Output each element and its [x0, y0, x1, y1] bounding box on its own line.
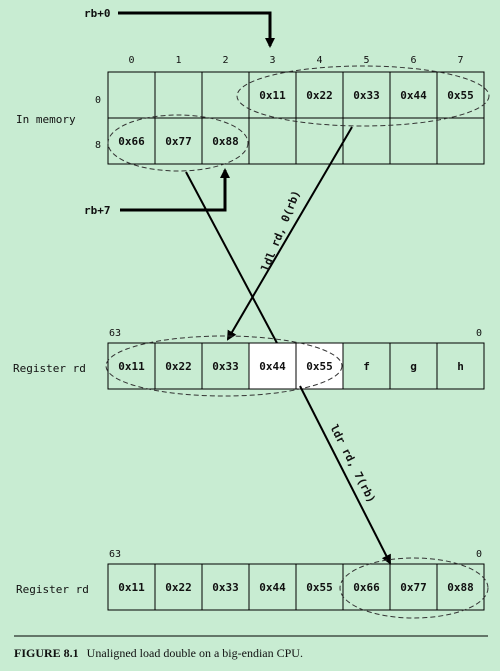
register2-label: Register rd	[16, 583, 89, 596]
memory-col-index: 5	[363, 55, 369, 66]
register2-grid: 0x11 0x22 0x33 0x44 0x55 0x66 0x77 0x88	[107, 557, 489, 619]
memory-row0-cell-value: 0x11	[259, 89, 286, 102]
pointer-label-rb7: rb+7	[84, 204, 111, 217]
register1-label: Register rd	[13, 362, 86, 375]
register2-bit-low: 0	[476, 549, 482, 560]
memory-col-index: 7	[457, 55, 463, 66]
memory-row0-cell	[154, 71, 203, 119]
ldr-arrow	[299, 385, 391, 565]
register1-cell-value: 0x33	[212, 360, 239, 373]
register1-grid: 0x11 0x22 0x33 0x44 0x55 f g h	[105, 335, 485, 397]
memory-grid: 0x11 0x22 0x33 0x44 0x55 0x66 0x77 0x88	[107, 65, 490, 172]
memory-selection-ellipse-high	[236, 65, 490, 127]
register1-bit-low: 0	[476, 328, 482, 339]
register1-cell	[436, 342, 485, 390]
memory-row0-cell-value: 0x55	[447, 89, 474, 102]
memory-selection-ellipse-low	[107, 114, 249, 172]
register2-selection-ellipse	[339, 557, 489, 619]
ldr-instruction-label: ldr rd, 7(rb)	[327, 422, 378, 505]
memory-row1-cell-value: 0x66	[118, 135, 145, 148]
memory-row1-cell-value: 0x88	[212, 135, 239, 148]
register1-cell-value: 0x44	[259, 360, 286, 373]
memory-col-index: 2	[222, 55, 228, 66]
register1-cell-value: 0x22	[165, 360, 192, 373]
register1-cell-value: 0x55	[306, 360, 333, 373]
register1-cell-value: 0x11	[118, 360, 145, 373]
memory-row0-cell-value: 0x33	[353, 89, 380, 102]
figure-caption: FIGURE 8.1 Unaligned load double on a big…	[14, 646, 486, 661]
register2-cell-value: 0x55	[306, 581, 333, 594]
pointer-label-rb0: rb+0	[84, 7, 111, 20]
pointer-arrow-rb7	[120, 168, 230, 212]
memory-row0-cell	[201, 71, 250, 119]
ldl-arrow	[226, 126, 353, 341]
memory-row1-cell	[248, 117, 297, 165]
pointer-arrow-rb0	[118, 11, 275, 48]
memory-col-index: 4	[316, 55, 322, 66]
memory-col-index: 3	[269, 55, 275, 66]
memory-row1-cell	[342, 117, 391, 165]
register2-cell-value: 0x33	[212, 581, 239, 594]
memory-col-index: 1	[175, 55, 181, 66]
register2-cell-value: 0x77	[400, 581, 427, 594]
register1-cell-value: g	[410, 360, 417, 373]
register2-bit-high: 63	[109, 549, 121, 560]
register1-cell	[295, 342, 344, 390]
memory-column-indices: 0 1 2 3 4 5 6 7	[128, 55, 463, 66]
memory-col-index: 6	[410, 55, 416, 66]
ldl-instruction-label: ldl rd, 0(rb)	[259, 188, 303, 273]
memory-row1-cell-value: 0x77	[165, 135, 192, 148]
memory-row-offset-0: 0	[95, 95, 101, 106]
register2-cell-value: 0x11	[118, 581, 145, 594]
register2-cell-value: 0x66	[353, 581, 380, 594]
register1-cell	[248, 342, 297, 390]
register1-cell-value: h	[457, 360, 464, 373]
memory-row-offset-8: 8	[95, 140, 101, 151]
register1-cell-value: f	[363, 360, 370, 373]
memory-row0-cell-value: 0x44	[400, 89, 427, 102]
register2-cell-value: 0x22	[165, 581, 192, 594]
figure-number: FIGURE 8.1	[14, 646, 79, 660]
memory-row0-cell	[107, 71, 156, 119]
memory-col-index: 0	[128, 55, 134, 66]
register2-cell-value: 0x44	[259, 581, 286, 594]
memory-label: In memory	[16, 113, 76, 126]
ldl-cross-line	[185, 171, 279, 346]
register1-bit-high: 63	[109, 328, 121, 339]
register2-cell-value: 0x88	[447, 581, 474, 594]
memory-row0-cell-value: 0x22	[306, 89, 333, 102]
figure-caption-text: Unaligned load double on a big-endian CP…	[86, 646, 303, 660]
register2-cell	[436, 563, 485, 611]
memory-row1-cell	[436, 117, 485, 165]
register1-selection-ellipse	[105, 335, 343, 397]
